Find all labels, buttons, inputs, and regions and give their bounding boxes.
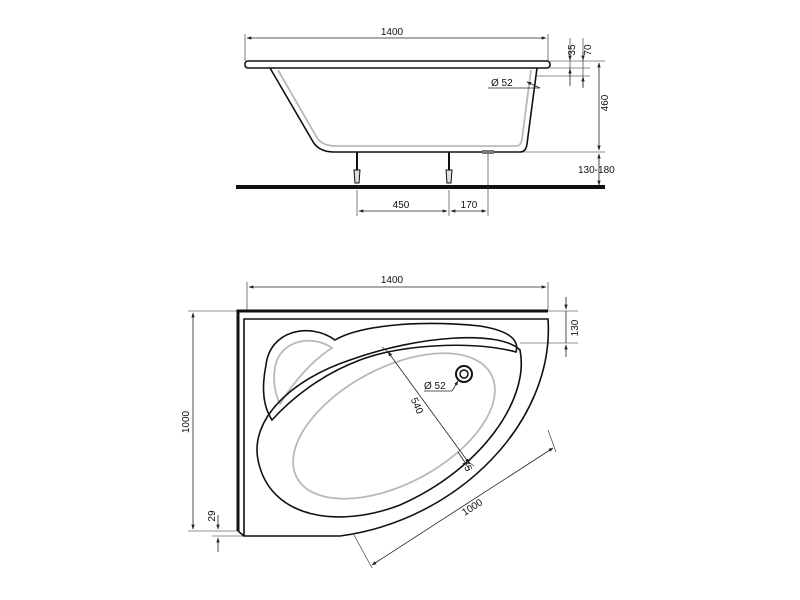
side-depth-label: 460 <box>600 94 611 111</box>
side-width-label: 1400 <box>381 27 404 38</box>
side-drain-label: Ø 52 <box>491 78 513 89</box>
top-view: Ø 52 1400 1000 29 130 540 75 <box>181 275 581 569</box>
side-rim-total-label: 70 <box>583 44 594 56</box>
top-headrest <box>262 322 518 422</box>
top-outer-shell <box>243 318 550 537</box>
side-leg-left <box>353 152 361 184</box>
top-rim-offset-label: 130 <box>570 319 581 336</box>
top-drain <box>455 365 473 383</box>
side-leg-spacing-label: 450 <box>393 200 410 211</box>
side-view: 1400 35 70 Ø 52 460 130-180 450 170 <box>236 27 615 216</box>
top-width-label: 1400 <box>381 275 404 286</box>
top-diagonal-dimension <box>371 447 554 566</box>
top-front-offset-label: 75 <box>459 459 474 474</box>
side-drain-outlet <box>482 150 494 154</box>
side-tub-body <box>269 67 538 153</box>
top-wall-outline <box>236 309 548 531</box>
top-basin-outer <box>256 336 523 518</box>
side-drain-offset-label: 170 <box>461 200 478 211</box>
side-rim-label: 35 <box>567 44 578 56</box>
side-leg-right <box>445 152 453 184</box>
top-basin-inner <box>292 352 496 500</box>
top-basin-width-dimension <box>387 351 470 464</box>
top-headrest-inner <box>273 339 334 406</box>
top-margin-label: 29 <box>207 510 218 522</box>
top-drain-label: Ø 52 <box>424 381 446 392</box>
side-leg-height-label: 130-180 <box>578 165 615 176</box>
top-diagonal-label: 1000 <box>460 497 485 519</box>
side-tub-inner <box>277 69 532 147</box>
top-height-label: 1000 <box>181 410 192 433</box>
side-rim <box>244 60 551 69</box>
